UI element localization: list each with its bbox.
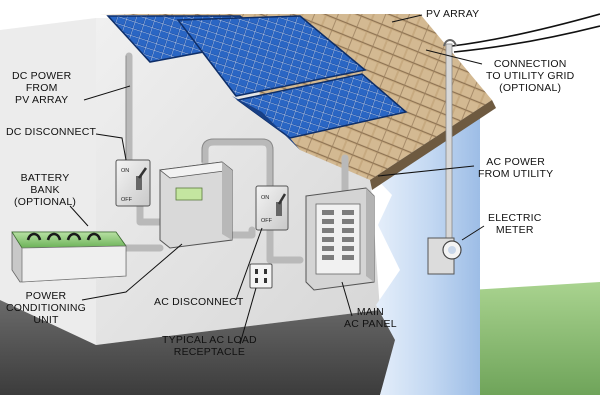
- label-ac-power-from-utility: AC POWER FROM UTILITY: [478, 156, 554, 180]
- label-dc-disconnect: DC DISCONNECT: [6, 126, 97, 138]
- roof-eave: [370, 100, 496, 190]
- service-mast: [445, 43, 453, 241]
- ac-load-receptacle: [249, 263, 273, 289]
- label-typical-ac-load-receptacle: TYPICAL AC LOAD RECEPTACLE: [162, 334, 257, 358]
- conduit-runs: [116, 52, 349, 264]
- dc-disconnect-box: ON OFF: [115, 159, 151, 207]
- label-pv-array: PV ARRAY: [426, 8, 480, 20]
- dc-switch-on-text: ON: [121, 168, 129, 174]
- dc-switch-off-text: OFF: [121, 197, 133, 203]
- ac-switch-on-text: ON: [261, 195, 269, 201]
- power-conditioning-unit: [159, 161, 233, 249]
- utility-grid-wires: [451, 13, 600, 53]
- label-electric-meter: ELECTRIC METER: [488, 212, 542, 236]
- label-dc-power-from-pv-array: DC POWER FROM PV ARRAY: [12, 70, 72, 106]
- pv-array-panels: [106, 15, 408, 150]
- ac-switch-off-text: OFF: [261, 218, 273, 224]
- label-main-ac-panel: MAIN AC PANEL: [344, 306, 397, 330]
- label-connection-to-utility-grid: CONNECTION TO UTILITY GRID (OPTIONAL): [486, 58, 575, 94]
- main-ac-panel: [305, 187, 375, 291]
- exterior-wall: [370, 115, 480, 395]
- leader-lines: [69, 14, 485, 345]
- label-ac-disconnect: AC DISCONNECT: [154, 296, 244, 308]
- ground-grass: [470, 282, 600, 395]
- ac-disconnect-box: ON OFF: [255, 185, 289, 231]
- label-battery-bank: BATTERY BANK (OPTIONAL): [14, 172, 77, 208]
- label-power-conditioning-unit: POWER CONDITIONING UNIT: [6, 290, 86, 326]
- floor: [0, 300, 400, 395]
- battery-bank: [11, 231, 127, 283]
- electric-meter: [427, 237, 462, 275]
